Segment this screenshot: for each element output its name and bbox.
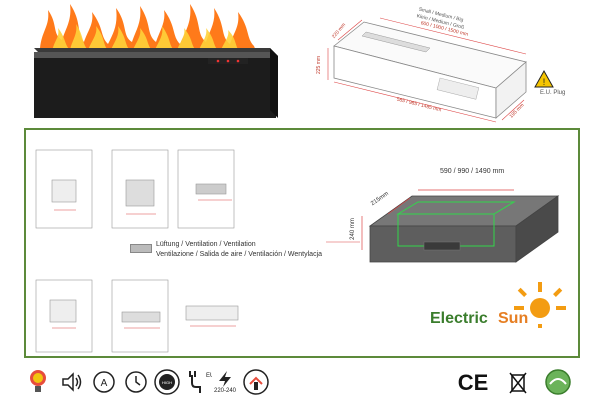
height-text: 225 mm xyxy=(316,55,323,75)
vent-arrows xyxy=(52,199,360,329)
fireplace-image xyxy=(22,0,284,120)
thermometer-icon: A xyxy=(92,366,116,398)
svg-text:CE: CE xyxy=(458,370,489,395)
plug-label: E.U. Plug xyxy=(540,90,566,96)
svg-text:!: ! xyxy=(543,77,546,87)
led-icon xyxy=(26,366,50,398)
svg-text:HIGH: HIGH xyxy=(162,380,172,385)
fireplace-diagram xyxy=(361,189,560,263)
weee-icon xyxy=(508,366,528,398)
installation-panel: Lüftung / Ventilation / Ventilation Vent… xyxy=(24,128,580,358)
plug-icon: EU xyxy=(186,366,212,398)
quality-icon: HIGH xyxy=(154,366,180,398)
electricsun-logo: Electric Sun xyxy=(430,282,580,354)
ventilation-legend-box xyxy=(130,244,152,253)
size-label: 590 / 990 / 1490 mm xyxy=(440,168,505,175)
easy-install-icon xyxy=(242,366,270,398)
wall-illustrations xyxy=(35,149,239,353)
dimension-drawing-top xyxy=(320,8,590,128)
height-label: 240 mm xyxy=(349,218,356,240)
vent-text-1: Lüftung / Ventilation / Ventilation xyxy=(156,241,256,248)
voltage-label: 220-240 xyxy=(213,388,237,394)
brand-electric: Electric xyxy=(430,310,488,327)
speaker-icon xyxy=(60,366,84,398)
vent-text-2: Ventilazione / Salida de aire / Ventilac… xyxy=(156,251,323,258)
svg-text:A: A xyxy=(101,378,108,389)
brand-sun: Sun xyxy=(498,310,529,327)
power-icon: 220-240 xyxy=(212,366,238,398)
eco-icon xyxy=(540,366,576,398)
remote-icon xyxy=(124,366,148,398)
svg-text:EU: EU xyxy=(206,373,212,379)
ce-mark-icon: CE xyxy=(456,366,490,398)
plug-icon-top: ! xyxy=(534,69,554,88)
